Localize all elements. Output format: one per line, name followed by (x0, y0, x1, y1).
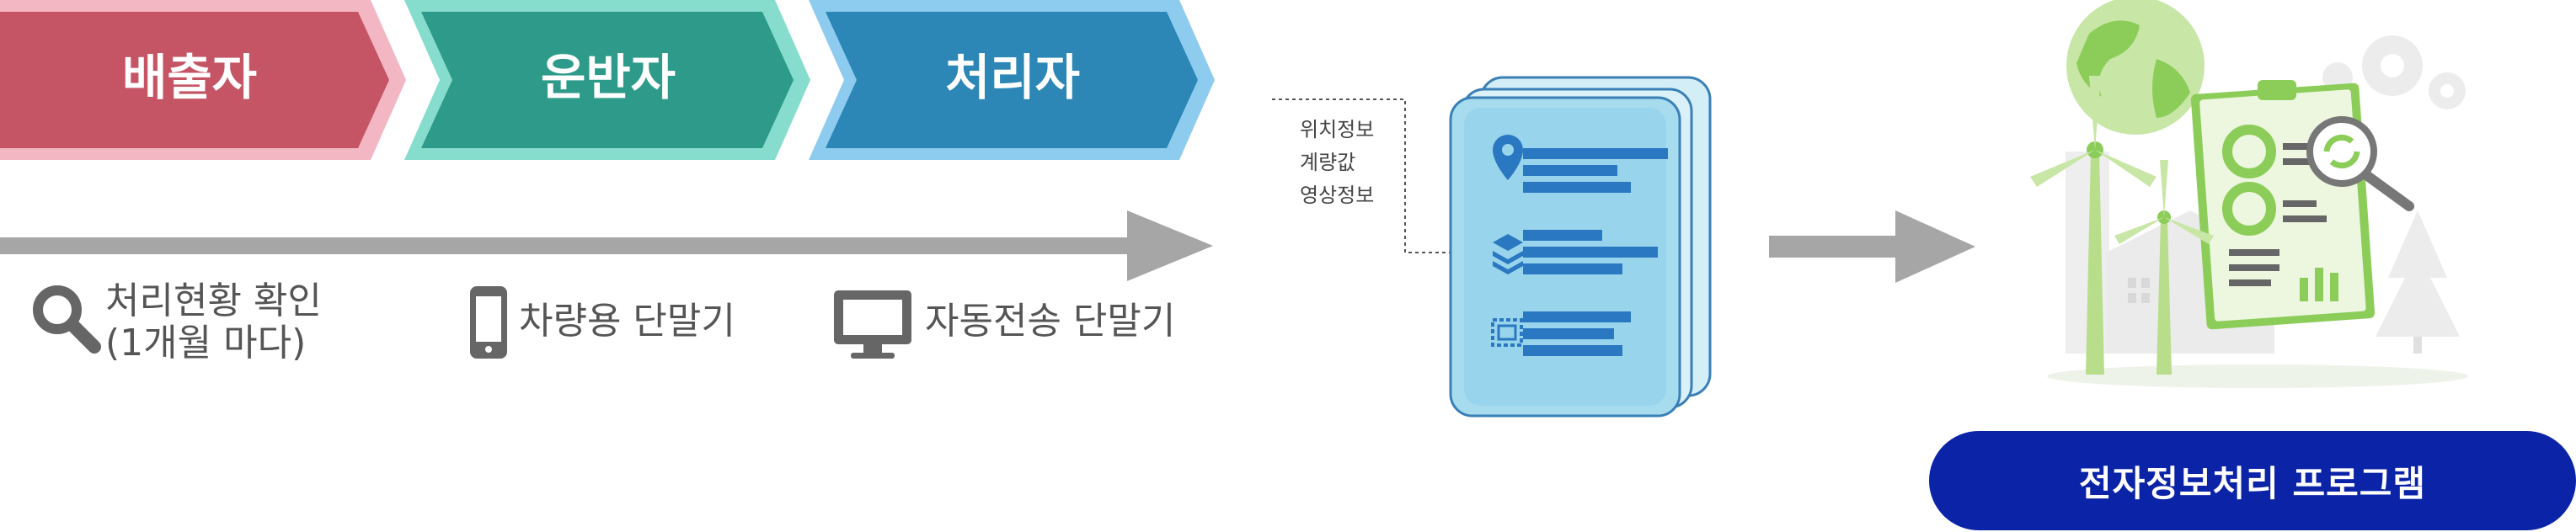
layers-icon (1493, 234, 1523, 274)
data-document-stack (1449, 76, 1712, 418)
eco-illustration (2030, 0, 2468, 388)
data-label-weight: 계량값 (1300, 151, 1355, 174)
stage-label-emitter: 배출자 (122, 49, 257, 106)
magnifier-icon (33, 285, 101, 354)
image-frame-icon (1491, 318, 1523, 347)
globe-icon (2066, 0, 2205, 135)
electronic-info-program-button[interactable]: 전자정보처리 프로그램 (1929, 431, 2576, 530)
stage-chevron-processor: 처리자 (809, 0, 1215, 160)
tool-label-vehicle-terminal: 차량용 단말기 (519, 300, 735, 343)
dotted-connector (1272, 98, 1451, 253)
stage-chevron-transporter: 운반자 (404, 0, 810, 160)
data-label-video: 영상정보 (1300, 184, 1374, 207)
location-pin-icon (1493, 135, 1523, 180)
stage-label-transporter: 운반자 (541, 49, 676, 106)
stage-chevron-emitter: 배출자 (0, 0, 406, 160)
monitor-icon (834, 290, 911, 359)
flow-arrow-result (1769, 210, 1975, 283)
tool-label-auto-terminal: 자동전송 단말기 (925, 300, 1175, 343)
phone-icon (470, 286, 507, 359)
data-label-location: 위치정보 (1300, 118, 1374, 141)
wind-turbine-small-icon (2114, 160, 2214, 375)
tool-label-status-check: 처리현황 확인 (105, 279, 322, 322)
stage-label-processor: 처리자 (945, 49, 1080, 106)
wind-turbine-icon (2030, 76, 2156, 375)
tool-label-status-period: (1개월 마다) (105, 322, 306, 364)
flow-arrow-main (0, 210, 1213, 281)
recycle-magnifier-icon (2306, 116, 2414, 211)
